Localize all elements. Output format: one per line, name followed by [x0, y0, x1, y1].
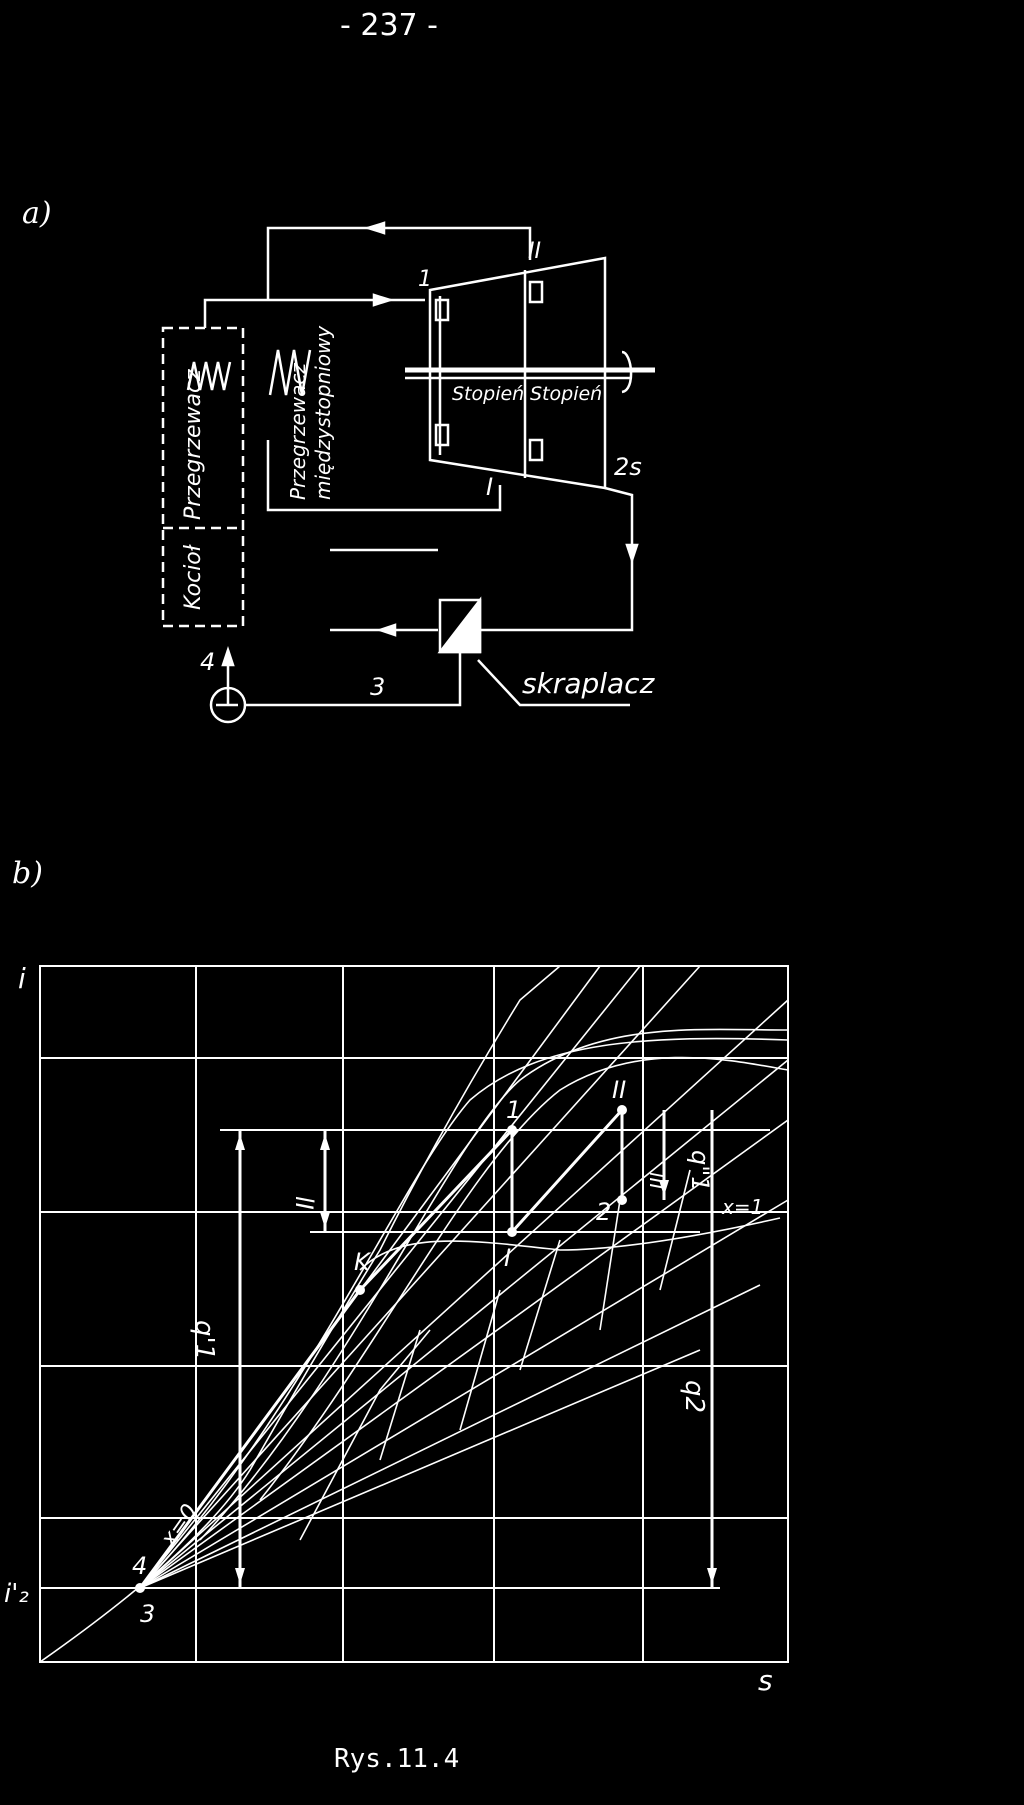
- point-1-a: 1: [418, 267, 432, 292]
- label-K: K: [354, 1248, 372, 1276]
- y-axis-label: i: [18, 962, 26, 995]
- label-q1pp: q"1: [686, 1150, 714, 1192]
- label-3: 3: [140, 1600, 155, 1628]
- reheat-loop-top: [266, 226, 532, 300]
- reheater-coil: [268, 349, 312, 396]
- condensate-line: [246, 652, 462, 707]
- point-3-a: 3: [370, 673, 385, 701]
- label-I: I: [504, 1244, 511, 1272]
- label-lII: lII: [645, 1172, 669, 1189]
- liquid-line: [39, 965, 561, 1663]
- diagram-frame: [39, 965, 789, 1663]
- stage-right-label: Stopień: [530, 383, 602, 405]
- reheater-label-2: międzystopniowy: [311, 325, 335, 500]
- boiler-label: Kocioł: [181, 544, 206, 610]
- steam-line: [203, 298, 425, 328]
- reheater-label-1: Przegrzewacz: [286, 363, 310, 500]
- superheater-coil: [186, 361, 232, 391]
- panel-b-label: b): [12, 856, 43, 891]
- label-4: 4: [132, 1552, 147, 1580]
- point-4-a: 4: [200, 648, 215, 676]
- figure-caption: Rys.11.4: [334, 1744, 460, 1774]
- reheat-return: [266, 440, 502, 512]
- stage-left-label: Stopień: [452, 383, 524, 405]
- label-2: 2: [596, 1198, 611, 1226]
- rotation-arrow: [621, 350, 633, 394]
- boiler-box: [161, 326, 245, 628]
- label-q2: q2: [679, 1380, 709, 1413]
- process-path: [138, 1106, 624, 1589]
- superheater-label: Przegrzewacz: [181, 369, 206, 520]
- condenser-leader: [477, 659, 630, 707]
- x-axis-label: s: [758, 1664, 773, 1697]
- label-1: 1: [506, 1096, 521, 1124]
- i2-label: i'₂: [4, 1579, 29, 1609]
- panel-a-label: a): [22, 196, 52, 231]
- condenser-label: skraplacz: [522, 667, 656, 700]
- point-2s-a: 2s: [614, 453, 642, 481]
- point-II-a: II: [528, 239, 541, 264]
- page-number: - 237 -: [340, 8, 438, 43]
- point-I-a: I: [486, 473, 493, 501]
- label-lI: lI: [290, 1196, 318, 1210]
- label-x1: x=1: [721, 1195, 763, 1219]
- label-II: II: [612, 1076, 626, 1104]
- label-q1: q'1: [189, 1320, 219, 1360]
